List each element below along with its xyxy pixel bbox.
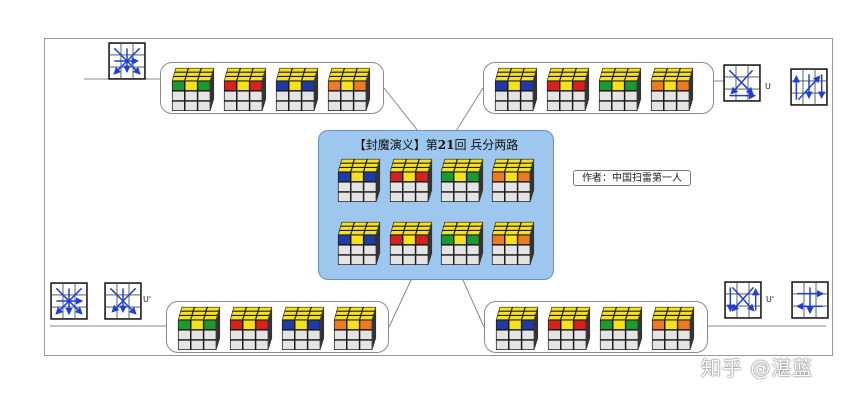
rubiks-cube-icon: [651, 306, 695, 350]
center-topic: 【封魔演义】第21回 兵分两路: [318, 130, 554, 280]
cube-blue-12: [495, 305, 539, 355]
rubiks-cube-icon: [281, 306, 325, 350]
title-number: 21: [437, 138, 455, 152]
cube-green-6: [598, 66, 642, 116]
group-top-left: [160, 62, 384, 114]
rubiks-cube-icon: [650, 67, 694, 111]
permutation-diagram-icon: [723, 64, 761, 106]
title-prefix: 【封魔演义】第: [353, 138, 438, 152]
group-bottom-left: [166, 301, 389, 353]
cube-green-6: [440, 220, 484, 270]
rubiks-cube-icon: [171, 67, 215, 111]
rubiks-cube-icon: [389, 158, 433, 202]
cube-green-8: [177, 305, 221, 355]
outer-frame: [44, 38, 833, 356]
rubiks-cube-icon: [440, 158, 484, 202]
permutation-diagram-icon: [108, 42, 146, 84]
cube-orange-3: [327, 66, 371, 116]
rubiks-cube-icon: [333, 306, 377, 350]
cube-blue-0: [337, 157, 381, 207]
cube-blue-4: [337, 220, 381, 270]
author-note: 作者：中国扫雷第一人: [573, 170, 691, 186]
permutation-diagram-icon: [104, 282, 142, 324]
cube-green-0: [171, 66, 215, 116]
rubiks-cube-icon: [337, 158, 381, 202]
rubiks-cube-icon: [491, 158, 535, 202]
permutation-diagram-icon: [790, 68, 828, 110]
cube-blue-4: [494, 66, 538, 116]
rubiks-cube-icon: [275, 67, 319, 111]
cube-red-5: [389, 220, 433, 270]
center-title: 【封魔演义】第21回 兵分两路: [319, 136, 553, 153]
connector-line-0: [383, 87, 419, 132]
rubiks-cube-icon: [440, 221, 484, 265]
alg-label-uprime-right: U': [766, 295, 775, 304]
rubiks-cube-icon: [546, 67, 590, 111]
cube-red-5: [546, 66, 590, 116]
cube-orange-7: [650, 66, 694, 116]
rubiks-cube-icon: [598, 67, 642, 111]
permutation-diagram-icon: [724, 281, 762, 323]
cube-orange-3: [491, 157, 535, 207]
connector-line-2: [388, 279, 412, 328]
alg-label-uprime-left: U': [143, 295, 152, 304]
cube-green-2: [440, 157, 484, 207]
rubiks-cube-icon: [327, 67, 371, 111]
cube-orange-15: [651, 305, 695, 355]
rubiks-cube-icon: [547, 306, 591, 350]
rubiks-cube-icon: [389, 221, 433, 265]
rubiks-cube-icon: [494, 67, 538, 111]
rubiks-cube-icon: [599, 306, 643, 350]
cube-blue-2: [275, 66, 319, 116]
group-top-right: [483, 62, 714, 114]
title-suffix: 回 兵分两路: [454, 138, 519, 152]
rubiks-cube-icon: [177, 306, 221, 350]
cube-red-9: [229, 305, 273, 355]
cube-red-1: [389, 157, 433, 207]
cube-red-13: [547, 305, 591, 355]
cube-green-14: [599, 305, 643, 355]
rubiks-cube-icon: [229, 306, 273, 350]
cube-orange-7: [491, 220, 535, 270]
cube-blue-10: [281, 305, 325, 355]
alg-label-u-top: U: [765, 82, 771, 91]
rubiks-cube-icon: [223, 67, 267, 111]
cube-red-1: [223, 66, 267, 116]
watermark: 知乎 @湛蓝: [701, 356, 814, 380]
permutation-diagram-icon: [50, 282, 88, 324]
group-bottom-right: [484, 301, 708, 353]
rubiks-cube-icon: [491, 221, 535, 265]
connector-line-3: [462, 279, 485, 328]
connector-line-1: [455, 87, 484, 132]
cube-orange-11: [333, 305, 377, 355]
rubiks-cube-icon: [495, 306, 539, 350]
permutation-diagram-icon: [791, 281, 829, 323]
rubiks-cube-icon: [337, 221, 381, 265]
